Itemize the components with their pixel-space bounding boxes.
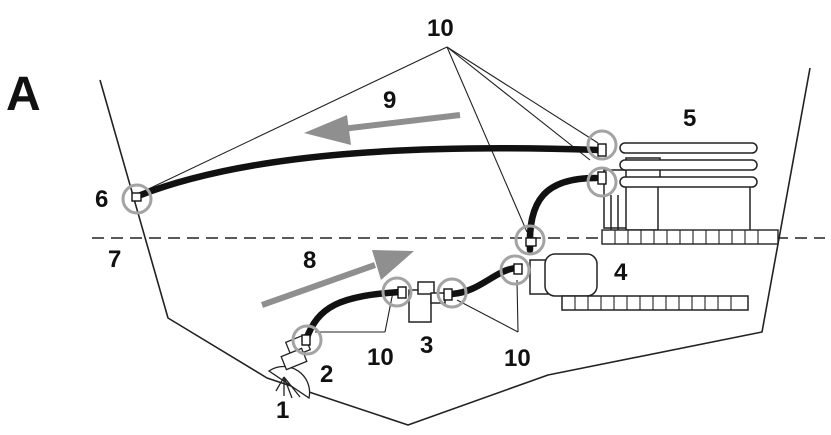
heat-exchanger — [603, 142, 758, 233]
ring-exchanger-upper-fitting — [586, 129, 618, 161]
callout-top-fittings-label: 10 — [427, 15, 454, 42]
callout-pump-label: 3 — [420, 332, 433, 359]
panel-label: A — [6, 68, 41, 121]
seacock — [267, 365, 311, 400]
hose-exchanger-to-outlet — [134, 144, 602, 200]
callout-waterline-label: 7 — [108, 246, 121, 273]
ring-outlet-fitting — [121, 183, 153, 215]
hose-pump-to-engine — [448, 264, 520, 298]
callout-outlet-label: 6 — [95, 186, 108, 213]
callout-engine-label: 4 — [614, 259, 628, 286]
callout-strainer-label: 2 — [320, 361, 333, 388]
ring-engine-hose-fitting — [514, 224, 546, 256]
engine-mount-slats — [574, 296, 732, 310]
hull-outline — [99, 67, 811, 426]
heat-exchanger-mount — [601, 229, 779, 245]
ring-pump-outlet-fitting — [436, 277, 468, 309]
inflow-arrow — [260, 250, 414, 308]
callout-seacock-label: 1 — [276, 397, 289, 424]
hose-engine-to-exchanger — [526, 174, 600, 254]
ring-engine-inlet-fitting — [499, 254, 531, 286]
ring-exchanger-lower-fitting — [586, 166, 618, 198]
callout-heat-exchanger-label: 5 — [683, 105, 696, 132]
hose-fittings — [131, 143, 607, 346]
callout-bottom-right-fittings-label: 10 — [504, 345, 531, 372]
callout-leaders-bottom — [315, 279, 519, 333]
fitting-highlight-rings — [121, 129, 618, 356]
callout-leaders-top — [139, 46, 599, 233]
callout-inflow-label: 8 — [303, 247, 316, 274]
outflow-arrow — [304, 112, 461, 145]
callout-outflow-label: 9 — [383, 87, 396, 114]
ring-strainer-fitting — [291, 324, 323, 356]
ring-pump-inlet-fitting — [381, 276, 413, 308]
engine — [529, 253, 749, 311]
callout-bottom-left-fittings-label: 10 — [367, 344, 394, 371]
